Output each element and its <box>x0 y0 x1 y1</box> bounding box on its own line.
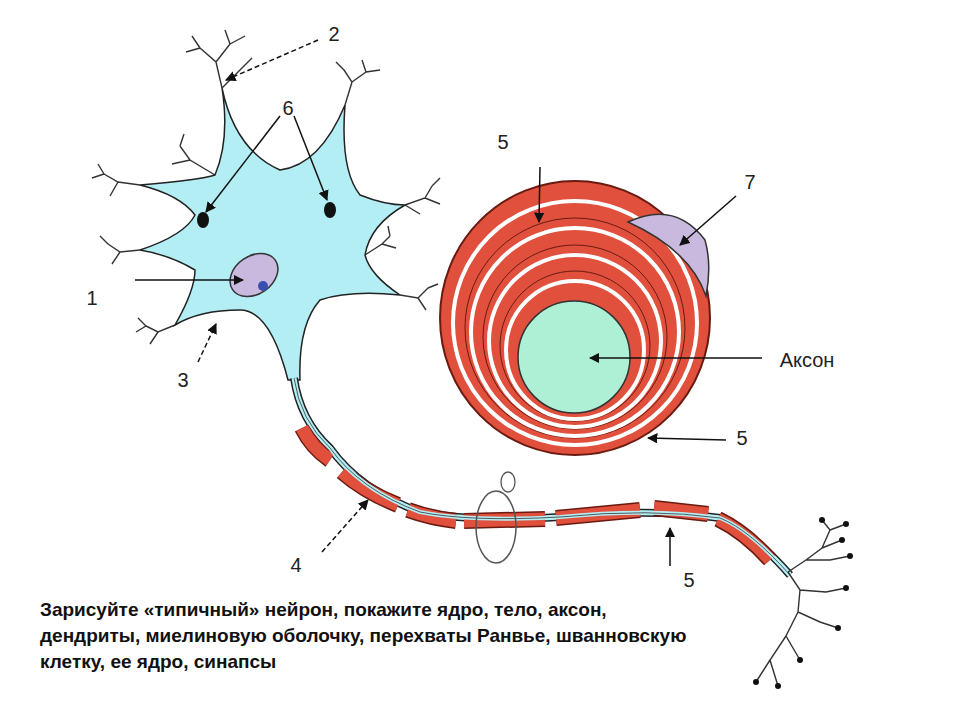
callout-number: 5 <box>683 570 694 590</box>
synapse-dot <box>324 202 336 218</box>
callout-number: 3 <box>177 370 188 390</box>
nucleus <box>222 245 286 306</box>
callout-number: 2 <box>328 24 339 44</box>
section-ring <box>476 491 516 563</box>
part-label: Аксон <box>780 350 835 370</box>
axon-terminals <box>756 520 850 686</box>
section-ring <box>501 472 515 492</box>
leader-lines <box>135 40 762 566</box>
cell-body <box>140 88 405 380</box>
nucleolus <box>258 281 268 291</box>
schwann-nucleus <box>628 214 709 296</box>
callout-number: 7 <box>744 172 755 192</box>
callout-number: 6 <box>282 98 293 118</box>
synapse-dot <box>197 212 209 228</box>
caption: Зарисуйте «типичный» нейрон, покажите яд… <box>40 597 700 676</box>
callout-number: 1 <box>86 288 97 308</box>
callout-number: 5 <box>497 132 508 152</box>
myelin-cross-section <box>440 181 710 455</box>
callout-number: 5 <box>736 428 747 448</box>
callout-number: 4 <box>290 555 301 575</box>
synapse-dot <box>753 517 853 689</box>
